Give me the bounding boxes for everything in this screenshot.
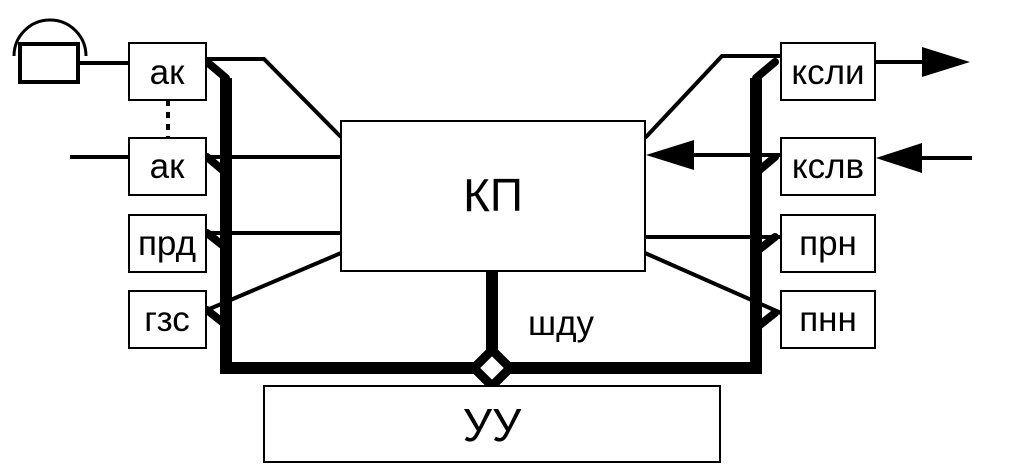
ksli-block: ксли: [780, 42, 876, 101]
uu-block: УУ: [263, 385, 721, 463]
ksli-output-arrow: [875, 47, 970, 77]
kslv-label: кслв: [792, 147, 864, 186]
kp-block: КП: [340, 120, 646, 272]
ak-top-block: ак: [128, 42, 207, 101]
pnn-block: пнн: [780, 290, 876, 349]
ak-top-label: ак: [150, 53, 185, 92]
gzs-label: гзс: [144, 300, 190, 339]
pnn-label: пнн: [799, 300, 857, 339]
ak-bottom-label: ак: [150, 147, 185, 186]
ksli-label: ксли: [791, 53, 864, 92]
prn-label: прн: [799, 224, 857, 263]
prd-block: прд: [128, 214, 207, 273]
headset-icon: [12, 18, 88, 84]
bus-junction-diamond: [467, 343, 517, 393]
ak-bottom-block: ак: [128, 137, 207, 196]
kp-label: КП: [463, 169, 523, 221]
shdu-label: шду: [528, 304, 595, 343]
kslv-to-kp-arrow: [646, 140, 781, 170]
kslv-input-arrow: [876, 143, 972, 173]
prn-block: прн: [780, 214, 876, 273]
gzs-block: гзс: [128, 290, 207, 349]
kslv-block: кслв: [780, 137, 876, 196]
prd-label: прд: [138, 224, 196, 263]
uu-label: УУ: [463, 399, 522, 451]
